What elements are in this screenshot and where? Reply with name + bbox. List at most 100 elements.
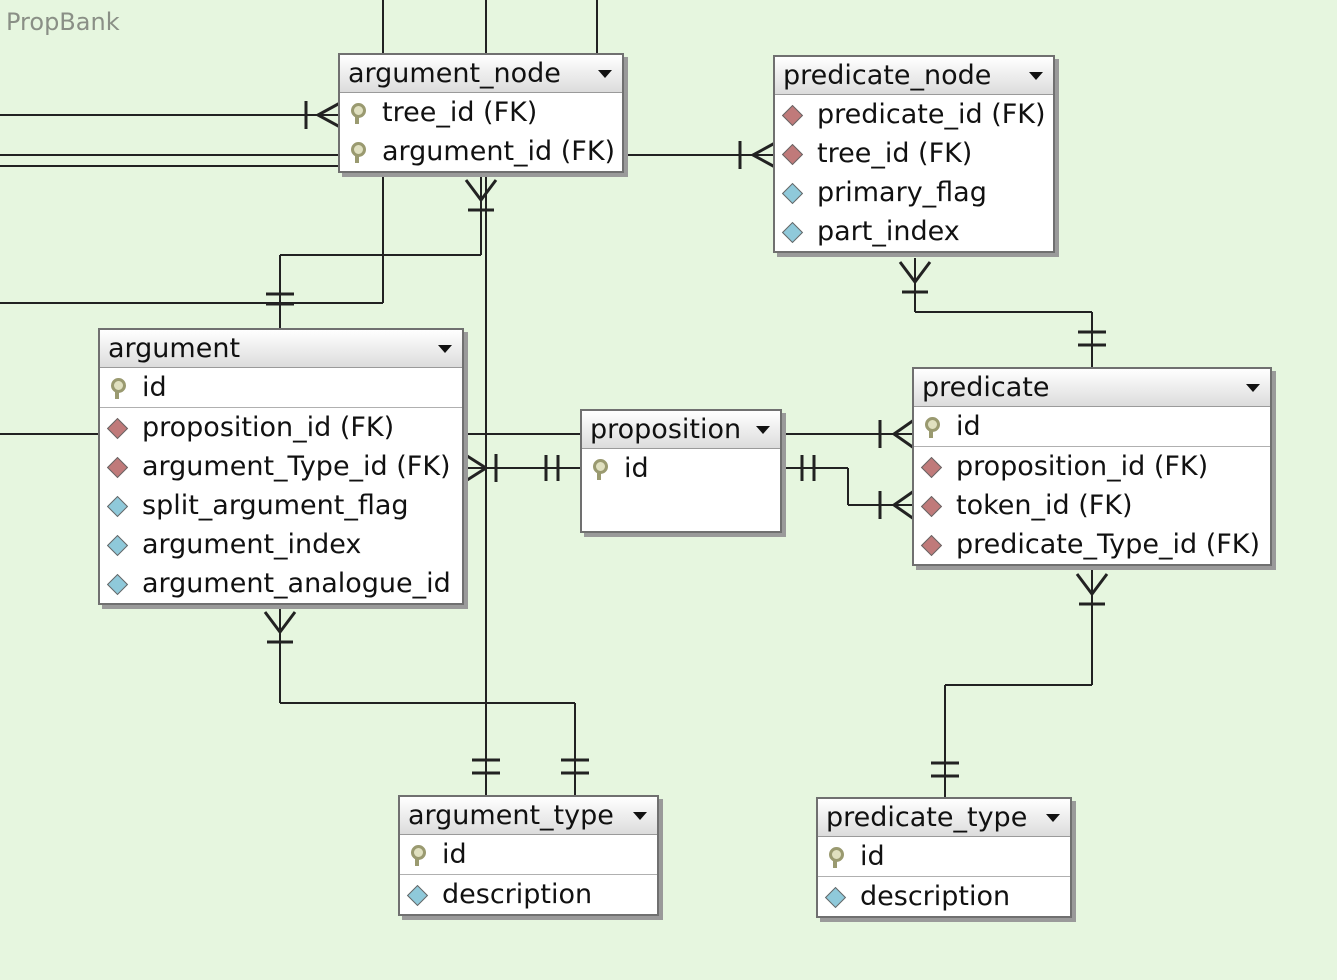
key-section: id: [582, 449, 780, 488]
column-label: part_index: [817, 216, 960, 247]
column-row[interactable]: part_index: [775, 212, 1053, 251]
primary-key-icon: [920, 416, 942, 438]
foreign-key-icon: [781, 104, 803, 126]
dropdown-arrow-icon[interactable]: [756, 425, 770, 434]
entity-title: argument_node: [348, 58, 561, 89]
key-section: tree_id (FK) argument_id (FK): [340, 93, 622, 171]
column-label: argument_Type_id (FK): [142, 451, 451, 482]
entity-predicate-node[interactable]: predicate_node predicate_id (FK) tree_id…: [773, 55, 1055, 253]
column-label: split_argument_flag: [142, 490, 409, 521]
key-section: id: [818, 837, 1070, 877]
column-label: id: [442, 839, 467, 870]
foreign-key-icon: [920, 495, 942, 517]
primary-key-icon: [406, 844, 428, 866]
entity-title: predicate_type: [826, 802, 1028, 833]
column-row[interactable]: tree_id (FK): [775, 134, 1053, 173]
foreign-key-icon: [106, 456, 128, 478]
foreign-key-icon: [781, 143, 803, 165]
entity-predicate[interactable]: predicate id proposition_id (FK) token_i…: [912, 367, 1272, 566]
dropdown-arrow-icon[interactable]: [598, 69, 612, 78]
key-section: id: [400, 835, 657, 875]
primary-key-icon: [106, 377, 128, 399]
entity-title: predicate_node: [783, 60, 992, 91]
column-label: tree_id (FK): [817, 138, 973, 169]
entity-header[interactable]: argument_type: [400, 797, 657, 835]
entity-proposition[interactable]: proposition id: [580, 409, 782, 533]
column-row[interactable]: predicate_id (FK): [775, 95, 1053, 134]
entity-predicate-type[interactable]: predicate_type id description: [816, 797, 1072, 918]
column-label: argument_id (FK): [382, 136, 616, 167]
attribute-icon: [824, 886, 846, 908]
column-row[interactable]: id: [914, 407, 1270, 446]
key-section: id: [914, 407, 1270, 447]
column-label: description: [442, 879, 593, 910]
entity-header[interactable]: predicate: [914, 369, 1270, 407]
dropdown-arrow-icon[interactable]: [1046, 813, 1060, 822]
column-label: id: [624, 453, 649, 484]
attribute-section: description: [818, 877, 1070, 916]
column-row[interactable]: id: [818, 837, 1070, 876]
column-row[interactable]: argument_index: [100, 525, 462, 564]
entity-argument[interactable]: argument id proposition_id (FK) argument…: [98, 328, 464, 605]
entity-header[interactable]: predicate_node: [775, 57, 1053, 95]
dropdown-arrow-icon[interactable]: [633, 811, 647, 820]
column-row[interactable]: token_id (FK): [914, 486, 1270, 525]
column-label: predicate_Type_id (FK): [956, 529, 1261, 560]
attribute-section: proposition_id (FK) argument_Type_id (FK…: [100, 408, 462, 603]
entity-header[interactable]: argument_node: [340, 55, 622, 93]
column-row[interactable]: id: [582, 449, 780, 488]
entity-title: argument: [108, 333, 241, 364]
attribute-icon: [106, 534, 128, 556]
column-row[interactable]: id: [400, 835, 657, 874]
column-label: description: [860, 881, 1011, 912]
attribute-icon: [106, 495, 128, 517]
attribute-icon: [781, 221, 803, 243]
column-row[interactable]: proposition_id (FK): [914, 447, 1270, 486]
column-row[interactable]: primary_flag: [775, 173, 1053, 212]
column-row[interactable]: description: [818, 877, 1070, 916]
key-section: id: [100, 368, 462, 408]
attribute-icon: [406, 884, 428, 906]
column-label: id: [860, 841, 885, 872]
column-label: proposition_id (FK): [142, 412, 395, 443]
column-row[interactable]: proposition_id (FK): [100, 408, 462, 447]
entity-header[interactable]: proposition: [582, 411, 780, 449]
primary-key-icon: [346, 102, 368, 124]
foreign-key-icon: [920, 456, 942, 478]
dropdown-arrow-icon[interactable]: [438, 344, 452, 353]
column-label: id: [956, 411, 981, 442]
primary-key-icon: [824, 846, 846, 868]
entity-header[interactable]: predicate_type: [818, 799, 1070, 837]
primary-key-icon: [588, 458, 610, 480]
column-label: id: [142, 372, 167, 403]
attribute-section: predicate_id (FK) tree_id (FK) primary_f…: [775, 95, 1053, 251]
foreign-key-icon: [106, 417, 128, 439]
entity-title: predicate: [922, 372, 1050, 403]
column-label: argument_analogue_id: [142, 568, 451, 599]
attribute-icon: [106, 573, 128, 595]
column-label: argument_index: [142, 529, 362, 560]
column-row[interactable]: id: [100, 368, 462, 407]
dropdown-arrow-icon[interactable]: [1029, 71, 1043, 80]
attribute-section: proposition_id (FK) token_id (FK) predic…: [914, 447, 1270, 564]
foreign-key-icon: [920, 534, 942, 556]
column-label: tree_id (FK): [382, 97, 538, 128]
column-row[interactable]: description: [400, 875, 657, 914]
column-row[interactable]: argument_Type_id (FK): [100, 447, 462, 486]
column-row[interactable]: predicate_Type_id (FK): [914, 525, 1270, 564]
column-label: token_id (FK): [956, 490, 1133, 521]
attribute-icon: [781, 182, 803, 204]
column-label: primary_flag: [817, 177, 987, 208]
entity-title: argument_type: [408, 800, 614, 831]
entity-argument-node[interactable]: argument_node tree_id (FK) argument_id (…: [338, 53, 624, 173]
entity-header[interactable]: argument: [100, 330, 462, 368]
column-row[interactable]: split_argument_flag: [100, 486, 462, 525]
dropdown-arrow-icon[interactable]: [1246, 383, 1260, 392]
column-row[interactable]: argument_id (FK): [340, 132, 622, 171]
entity-title: proposition: [590, 414, 742, 445]
column-row[interactable]: tree_id (FK): [340, 93, 622, 132]
entity-argument-type[interactable]: argument_type id description: [398, 795, 659, 916]
column-row[interactable]: argument_analogue_id: [100, 564, 462, 603]
